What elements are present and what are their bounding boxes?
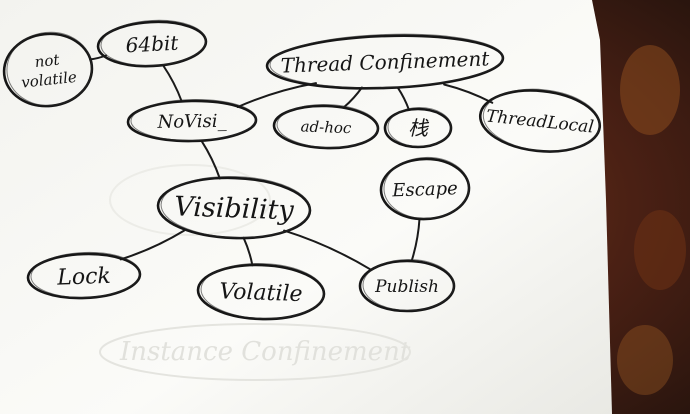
node-publish: Publish	[358, 259, 456, 313]
node-64bit: 64bit	[96, 19, 208, 68]
node-outline-sketch	[383, 156, 470, 219]
node-outline-sketch	[160, 175, 311, 239]
node-label: ad-hoc	[300, 117, 352, 137]
fabric-pattern	[617, 325, 673, 395]
node-label: 64bit	[125, 31, 180, 58]
node-label: Lock	[56, 264, 111, 291]
node-label: Thread Confinement	[280, 46, 490, 77]
node-ad-hoc: ad-hoc	[272, 103, 380, 150]
edge-novisi-to-thread-confinement	[236, 82, 317, 108]
node-outline-sketch	[100, 19, 207, 67]
edges-layer	[89, 54, 494, 271]
faint-background-bubble	[99, 323, 411, 381]
edge-visibility-to-volatile	[242, 236, 254, 267]
fabric-pattern	[634, 210, 686, 290]
node-outline-sketch	[387, 107, 452, 147]
node-outline-sketch	[200, 262, 325, 320]
edge-escape-to-publish	[410, 217, 421, 263]
fabric-pattern	[620, 45, 680, 135]
edge-thread-confinement-to-stack	[396, 86, 410, 111]
node-label: not	[34, 51, 61, 72]
node-novisi: NoVisi_	[126, 98, 258, 143]
node-outline-sketch	[482, 88, 601, 152]
node-outline-sketch	[6, 31, 93, 106]
node-outline-sketch	[269, 33, 504, 89]
node-outline-sketch	[30, 251, 141, 299]
node-label: Visibility	[174, 191, 295, 226]
node-label: 栈	[408, 116, 430, 140]
node-outline-sketch	[362, 259, 455, 311]
node-visibility: Visibility	[156, 175, 312, 240]
node-label: ThreadLocal	[485, 106, 595, 137]
node-label: Publish	[374, 277, 439, 297]
node-stack: 栈	[383, 107, 453, 149]
node-label: Volatile	[219, 279, 303, 307]
edge-novisi-to-visibility	[200, 139, 221, 180]
node-label: volatile	[20, 68, 77, 92]
faint-background-bubble	[109, 164, 271, 236]
node-thread-local: ThreadLocal	[478, 88, 602, 153]
node-volatile: Volatile	[196, 262, 326, 321]
node-outline-sketch	[130, 98, 257, 141]
edge-visibility-to-publish	[283, 229, 373, 271]
node-outline-sketch	[276, 103, 379, 149]
faint-background-text: Instance Confinement	[119, 337, 411, 367]
edge-visibility-to-lock	[119, 229, 186, 261]
node-thread-confinement: Thread Confinement	[265, 33, 505, 90]
edge-thread-confinement-to-ad-hoc	[342, 86, 363, 109]
edge-64bit-to-novisi	[162, 64, 183, 103]
node-label: NoVisi_	[156, 111, 226, 133]
node-label: Escape	[391, 178, 458, 201]
edge-thread-confinement-to-thread-local	[443, 83, 494, 104]
paper-sheet	[0, 0, 612, 414]
node-lock: Lock	[26, 251, 142, 300]
node-escape: Escape	[379, 156, 471, 221]
